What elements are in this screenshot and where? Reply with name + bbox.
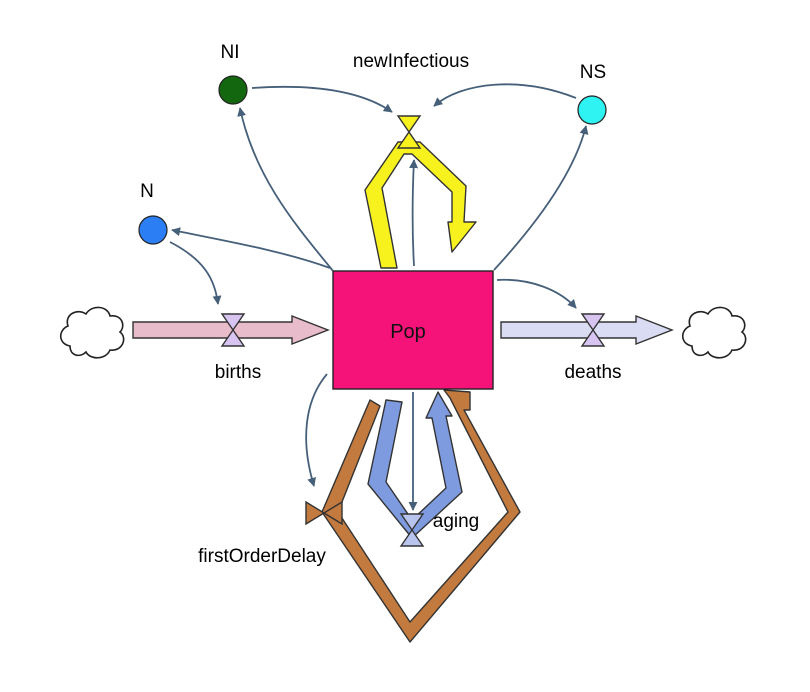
link-pop-to-NS (493, 125, 589, 271)
firstOrderDelay-flow[interactable] (305, 389, 521, 643)
link-NS-to-newInfectious (433, 83, 577, 107)
NI-variable[interactable]: NI (218, 42, 248, 105)
link-NI-to-newInfectious (251, 85, 393, 113)
newInfectious-valve-icon[interactable] (396, 115, 422, 149)
NS-label: NS (580, 62, 606, 83)
links (169, 83, 589, 511)
births-valve-icon[interactable] (220, 313, 246, 347)
aging-valve-icon[interactable] (399, 513, 425, 547)
NS-variable[interactable]: NS (577, 62, 607, 125)
aging-flow[interactable] (367, 391, 463, 547)
newInfectious-label: newInfectious (353, 51, 469, 72)
deaths-pipe (500, 314, 674, 346)
births-pipe (132, 314, 330, 346)
link-pop-to-newInfectious (409, 159, 419, 267)
births-flow[interactable] (132, 313, 330, 347)
deaths-valve-icon[interactable] (580, 313, 606, 347)
sink-cloud (681, 306, 747, 359)
link-pop-to-N (171, 227, 331, 269)
NI-label: NI (221, 42, 240, 63)
link-pop-to-deaths (496, 278, 577, 309)
source-cloud (59, 306, 125, 359)
pop-stock-label: Pop (390, 321, 426, 343)
aging-pipe (367, 391, 463, 539)
births-label: births (215, 362, 261, 383)
firstOrderDelay-valve-icon[interactable] (305, 500, 343, 526)
link-pop-to-NI (237, 107, 334, 272)
newInfectious-flow[interactable] (364, 115, 477, 269)
N-label: N (140, 181, 154, 202)
deaths-flow[interactable] (500, 313, 674, 347)
deaths-label: deaths (564, 362, 621, 383)
link-pop-to-firstOrderDelay (305, 373, 328, 487)
firstOrderDelay-pipe (321, 389, 521, 643)
N-variable[interactable]: N (138, 181, 168, 245)
link-N-to-births (169, 241, 222, 305)
firstOrderDelay-label: firstOrderDelay (198, 546, 326, 567)
pop-stock[interactable]: Pop (332, 270, 494, 390)
aging-label: aging (433, 511, 480, 532)
newInfectious-pipe (364, 141, 477, 269)
